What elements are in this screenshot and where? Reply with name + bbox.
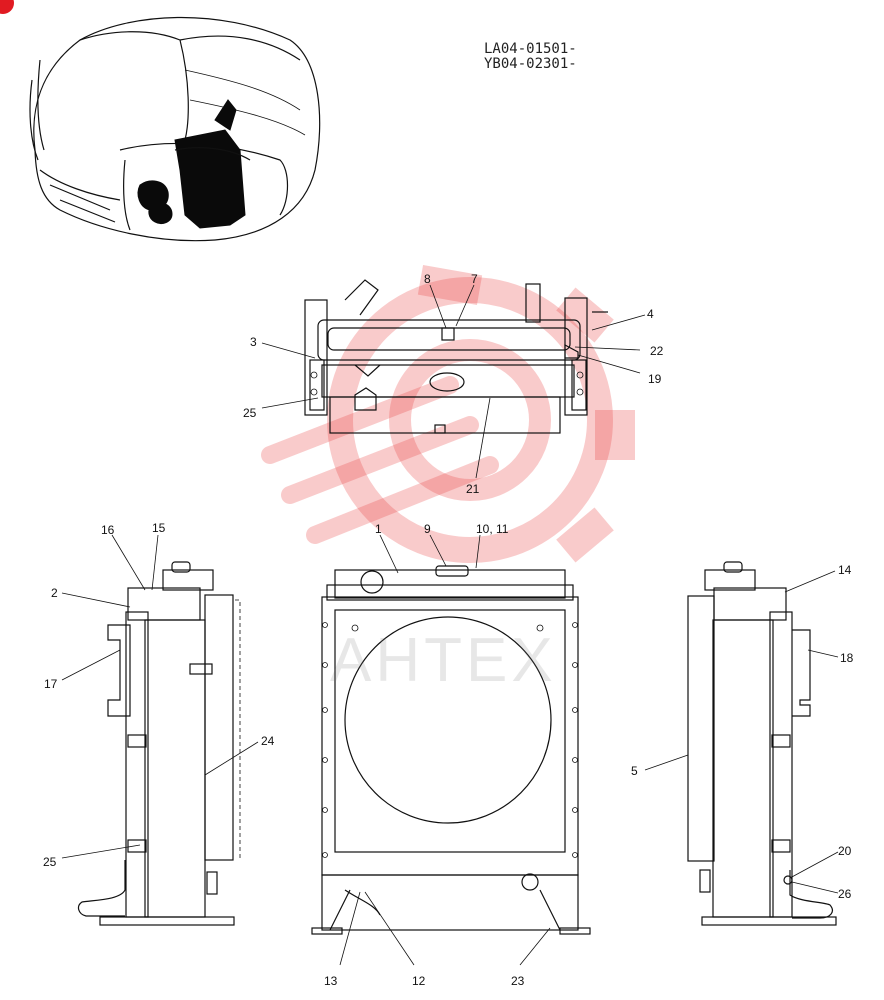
callout-24: 24: [261, 734, 275, 748]
callout-14: 14: [838, 563, 852, 577]
callout-21: 21: [466, 482, 480, 496]
callout-25-left: 25: [43, 855, 57, 869]
callout-12: 12: [412, 974, 426, 988]
serial-number-line: YB04-02301-: [484, 56, 577, 72]
watermark-logo: [261, 265, 635, 563]
leader-lines: [61, 284, 839, 966]
callout-7: 7: [471, 272, 478, 286]
callout-2: 2: [51, 586, 58, 600]
callout-19: 19: [648, 372, 662, 386]
callout-3: 3: [250, 335, 257, 349]
machine-overview: [29, 16, 321, 242]
radiator-left-side-view: [77, 561, 241, 926]
callout-17: 17: [44, 677, 58, 691]
callout-23: 23: [511, 974, 525, 988]
callout-8: 8: [424, 272, 431, 286]
callout-10-11: 10, 11: [476, 522, 509, 536]
serial-number-range: LA04-01501- YB04-02301-: [484, 42, 577, 72]
callout-22: 22: [650, 344, 664, 358]
callout-13: 13: [324, 974, 338, 988]
callout-16: 16: [101, 523, 115, 537]
callout-9: 9: [424, 522, 431, 536]
callout-18: 18: [840, 651, 854, 665]
callout-20: 20: [838, 844, 852, 858]
watermark-text: AHTEX: [330, 626, 557, 695]
callout-4: 4: [647, 307, 654, 321]
radiator-top-view: [304, 279, 608, 434]
serial-number-line: LA04-01501-: [484, 41, 577, 57]
radiator-right-side-view: [687, 561, 837, 926]
callout-5: 5: [631, 764, 638, 778]
callout-26: 26: [838, 887, 852, 901]
callout-15: 15: [152, 521, 166, 535]
radiator-front-view: [311, 565, 591, 935]
callout-1: 1: [375, 522, 382, 536]
corner-badge: [0, 0, 14, 14]
callout-25-top: 25: [243, 406, 257, 420]
